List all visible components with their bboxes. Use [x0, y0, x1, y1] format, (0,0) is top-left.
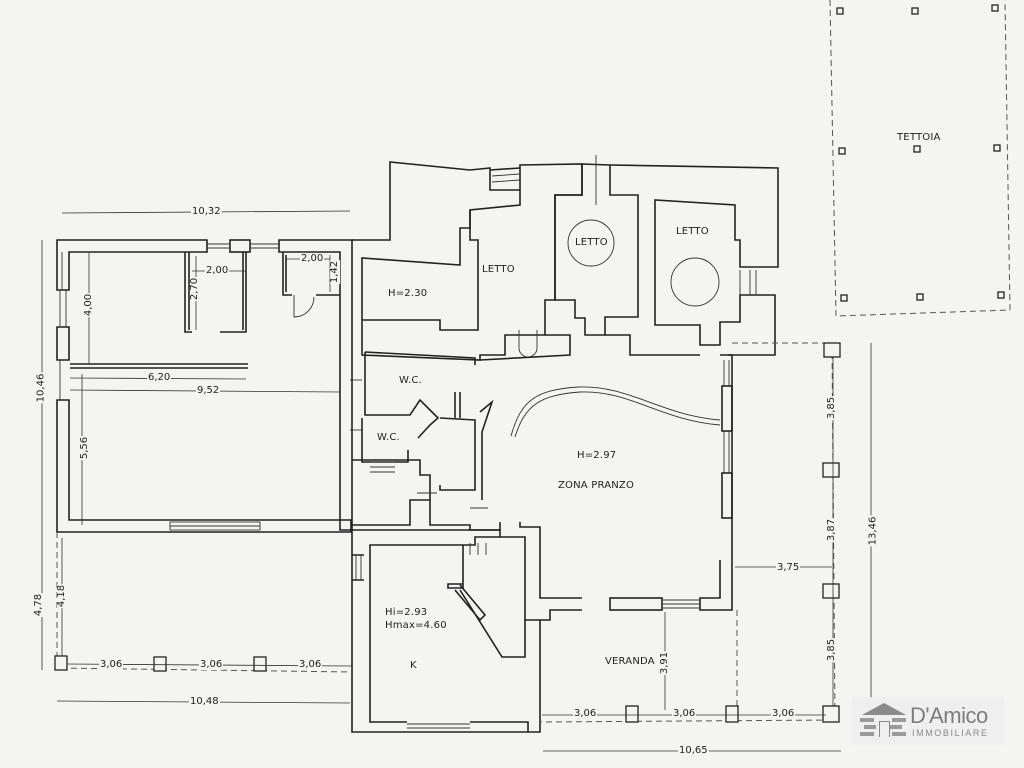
dim-storage-depth: 1,42 — [329, 259, 341, 285]
dim-left-total: 10,48 — [189, 696, 220, 707]
north-block-walls — [352, 155, 779, 361]
dim-left-portico-outer: 4,78 — [33, 592, 45, 618]
dim-left-span-1: 3,06 — [99, 659, 124, 670]
room-height-letto-1: H=2.30 — [388, 288, 428, 299]
brick-icon — [860, 718, 874, 722]
room-height-kitchen-min: Hi=2.93 — [385, 607, 428, 618]
dim-left-span-2: 3,06 — [199, 659, 224, 670]
dim-left-height-total: 10,46 — [35, 372, 47, 404]
room-label-tettoia: TETTOIA — [897, 132, 941, 143]
wc-walls — [350, 351, 501, 531]
room-label-wc-1: W.C. — [399, 375, 422, 386]
logo-subtitle: IMMOBILIARE — [912, 728, 989, 738]
dim-closet-width: 2,00 — [205, 265, 230, 276]
dim-bottom-total: 10,65 — [678, 745, 709, 756]
brick-icon — [864, 725, 876, 729]
dim-right-span-2: 3,87 — [826, 517, 838, 543]
dim-right-span-3: 3,85 — [826, 637, 838, 663]
brick-icon — [892, 732, 906, 736]
brick-icon — [860, 732, 874, 736]
room-label-veranda: VERANDA — [605, 656, 655, 667]
dim-top-width: 10,32 — [191, 206, 222, 217]
room-height-kitchen-max: Hmax=4.60 — [385, 620, 447, 631]
brick-icon — [890, 725, 902, 729]
dim-living-depth: 5,56 — [79, 435, 91, 461]
dim-closet-depth: 2,70 — [189, 276, 201, 302]
room-label-zona-pranzo: ZONA PRANZO — [558, 480, 635, 491]
dim-room-depth: 4,00 — [83, 292, 95, 318]
dim-bottom-span-2: 3,06 — [672, 708, 697, 719]
room-height-zona-pranzo: H=2.97 — [577, 450, 617, 461]
dim-right-total: 13,46 — [867, 515, 879, 547]
door-icon — [879, 721, 890, 737]
dim-bottom-span-3: 3,06 — [771, 708, 796, 719]
dim-inner-width-a: 6,20 — [147, 372, 172, 383]
damico-immobiliare-logo: D'Amico IMMOBILIARE — [852, 697, 1004, 745]
room-label-kitchen: K — [410, 660, 417, 671]
dim-storage-width: 2,00 — [300, 253, 325, 264]
brick-icon — [892, 718, 906, 722]
kitchen-walls — [351, 529, 541, 733]
left-portico — [54, 532, 353, 673]
tettoia-canopy — [829, 0, 1011, 317]
logo-brand-name: D'Amico — [910, 703, 988, 728]
room-label-letto-2: LETTO — [575, 237, 608, 248]
dining-zone-walls — [510, 354, 733, 621]
dim-left-portico-inner: 4,18 — [56, 583, 68, 609]
room-label-wc-2: W.C. — [377, 432, 400, 443]
dim-left-span-3: 3,06 — [298, 659, 323, 670]
veranda-portico — [539, 342, 841, 723]
dim-inner-width-b: 9,52 — [196, 385, 221, 396]
dim-veranda-depth: 3,91 — [659, 650, 671, 676]
house-roof-icon — [862, 703, 906, 715]
room-label-letto-1: LETTO — [482, 264, 515, 275]
dim-right-span-1: 3,85 — [826, 395, 838, 421]
dim-bottom-span-1: 3,06 — [573, 708, 598, 719]
room-label-letto-3: LETTO — [676, 226, 709, 237]
dim-right-offset: 3,75 — [776, 562, 801, 573]
